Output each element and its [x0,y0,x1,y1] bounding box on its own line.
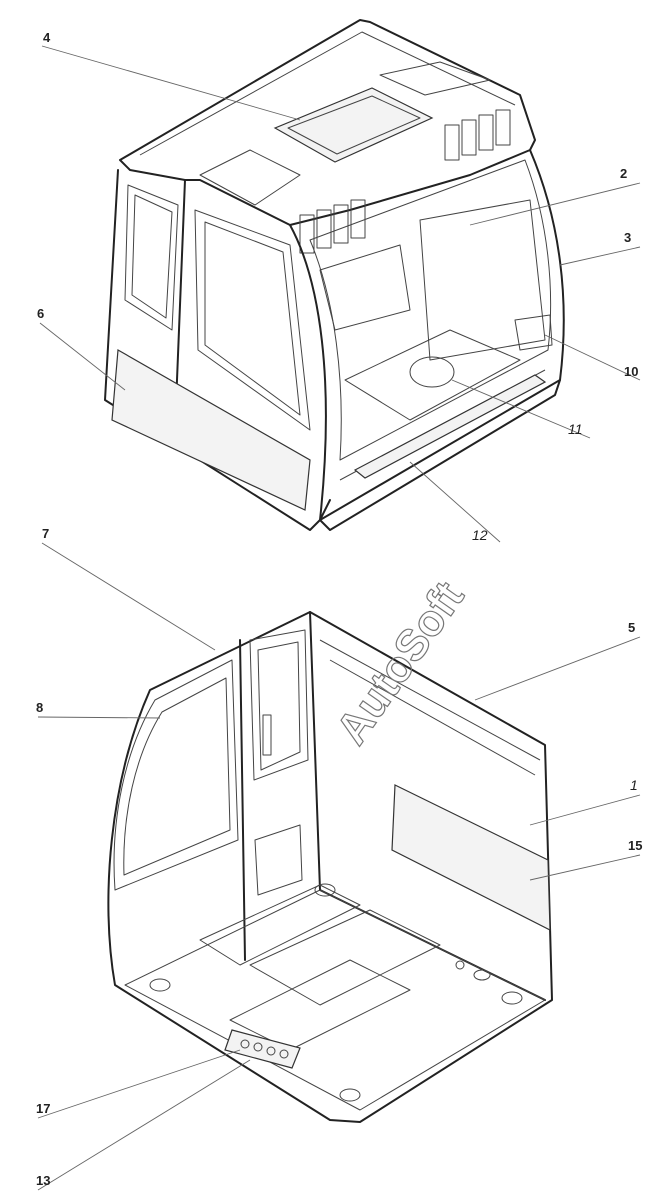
callout-6: 6 [37,306,44,321]
top-cab-assembly [104,19,565,531]
left-wall-outline [104,169,331,531]
callout-8: 8 [36,700,43,715]
left-rear-window [124,184,179,331]
mount-foot-right [501,991,523,1005]
side-window-glass [123,677,231,876]
lower-side-panel [111,349,311,511]
door-window [249,629,309,781]
rear-corner-pillar [309,611,321,891]
front-right-pillar [529,149,565,381]
callout-3: 3 [624,230,631,245]
bottom-cab-assembly [107,611,553,1123]
floor-vent-grille [409,356,455,388]
front-base-beam [319,379,561,531]
underside-bolt-1 [455,960,465,970]
callout-1: 1 [630,777,638,793]
roof-inner-edge [139,31,516,156]
mount-foot-rear [314,883,336,897]
top-rail [319,639,541,761]
callout-15: 15 [628,838,642,853]
rear-access-panel [391,784,551,931]
interior-floor [344,329,521,421]
mount-foot-left [149,978,171,992]
callout-10: 10 [624,364,638,379]
callout-2: 2 [620,166,627,181]
mount-foot-front [339,1088,361,1102]
door-window-glass [257,641,301,771]
callout-13: 13 [36,1173,50,1188]
rear-window-view [419,199,546,361]
callout-17: 17 [36,1101,50,1116]
left-door-window-glass [204,221,301,416]
bottom-cab-outline [107,611,553,1123]
rear-door-pillar [239,639,246,961]
sunroof-hatch [273,87,434,163]
side-window-frame [113,659,239,891]
left-rear-window-glass [131,194,173,319]
front-step-grid [353,374,547,479]
roof-light-bar-left [299,199,366,254]
callout-5: 5 [628,620,635,635]
front-left-pillar [289,224,327,521]
sunroof-glass [287,95,421,155]
left-door-window [194,209,311,431]
leader-lines [37,45,641,1191]
underside-drain [473,969,491,981]
interior-console [319,244,411,331]
underside-crossmember-1 [199,884,361,966]
underside-plate [249,909,441,1006]
windshield-opening [309,159,552,461]
callout-4: 4 [43,30,51,45]
rear-mount-bracket [514,314,553,351]
watermark-text: AutoSoft [327,573,474,754]
top-rail-inner [329,659,536,776]
roof-front-recess [199,149,301,206]
callout-11: 11 [568,421,583,437]
connector-block [224,1029,301,1069]
door-handle [262,714,272,756]
underside-floor [124,889,546,1111]
roof-vent-top [379,61,491,96]
roof-light-bar-right [444,109,511,161]
callout-7: 7 [42,526,49,541]
callout-labels: 4 2 3 6 10 11 12 7 5 8 1 15 17 13 [36,30,642,1188]
rear-vent-recess [254,824,303,896]
callout-12: 12 [472,527,488,543]
